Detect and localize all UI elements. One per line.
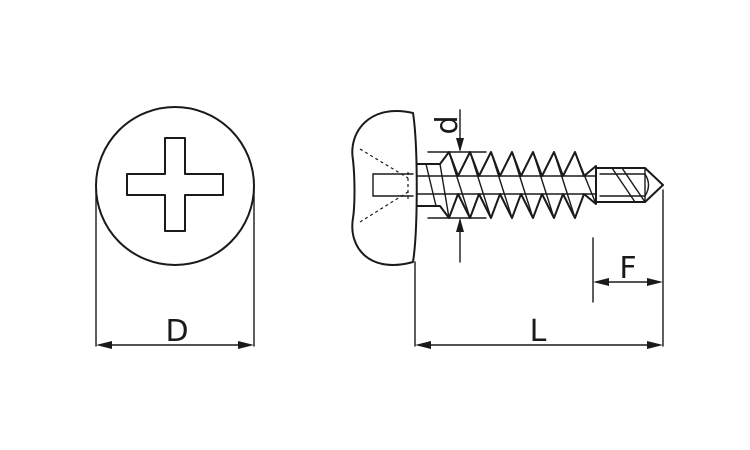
dimension-D: D (95, 189, 255, 349)
arrow-left (415, 341, 431, 349)
arrow-right (238, 341, 254, 349)
label-d: d (430, 115, 465, 134)
drill-flute-diag-2 (621, 167, 646, 203)
head-top-view (95, 106, 255, 266)
dimension-F: F (592, 237, 663, 303)
dimension-L: L (414, 189, 664, 349)
drill-point (595, 167, 664, 203)
drill-tip-curve (644, 173, 650, 197)
thread-helix (425, 151, 597, 219)
label-L: L (530, 314, 547, 349)
drill-flute-diag-1 (611, 167, 636, 203)
arrow-right (647, 278, 663, 286)
label-D: D (165, 314, 188, 349)
phillips-cross-recess (126, 137, 224, 232)
dimension-d: d (427, 109, 487, 263)
head-outline (95, 106, 255, 266)
arrow-top (456, 138, 464, 152)
arrow-left (96, 341, 112, 349)
screw-head (351, 110, 418, 266)
screw-side-view (351, 110, 664, 266)
label-F: F (619, 251, 636, 286)
arrow-right (647, 341, 663, 349)
arrow-left (593, 278, 609, 286)
arrow-bottom (456, 218, 464, 232)
